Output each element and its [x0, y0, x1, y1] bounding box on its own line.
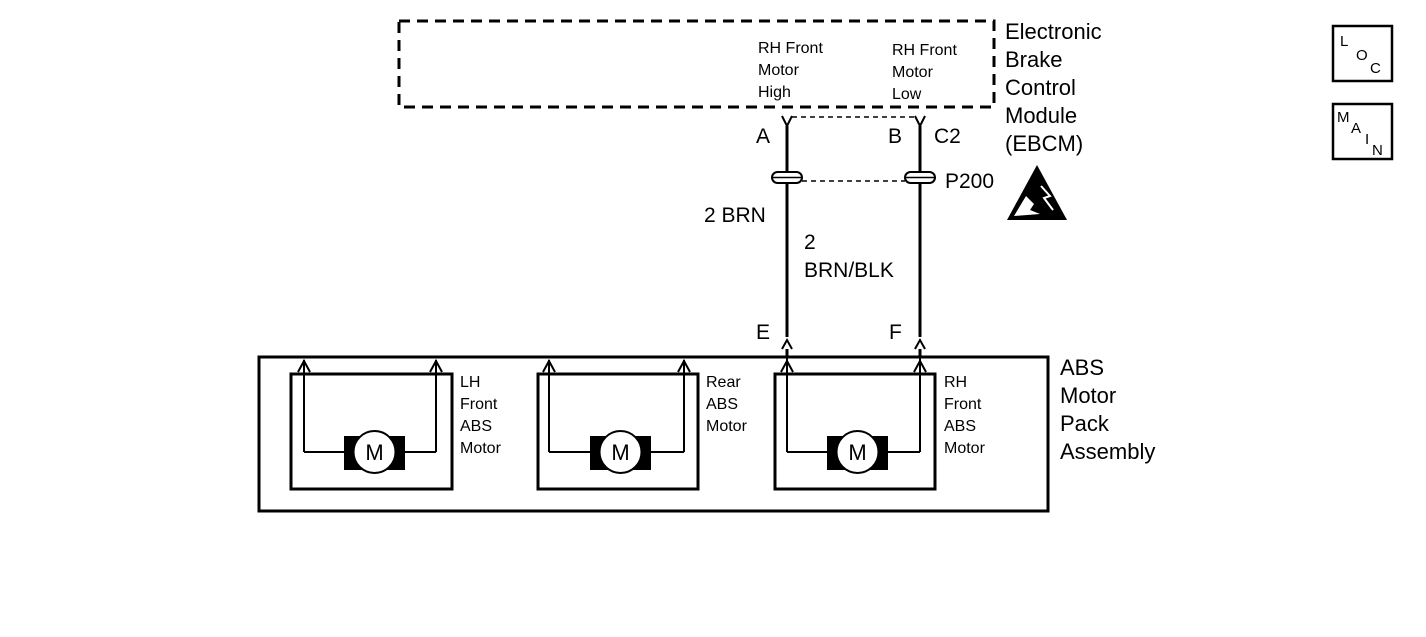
esd-warning-icon	[1007, 165, 1067, 220]
pin-low-label-line: RH Front	[892, 42, 957, 59]
ebcm-label-line: Control	[1005, 75, 1076, 100]
motor-label-line: Front	[944, 396, 982, 413]
ebcm-label-line: Electronic	[1005, 19, 1102, 44]
arrow-up-icon	[677, 358, 691, 373]
main-letter: A	[1351, 120, 1361, 137]
ebcm-label-line: Brake	[1005, 47, 1062, 72]
main-letter: M	[1337, 109, 1350, 126]
motor-pack-label-line: Motor	[1060, 383, 1116, 408]
motor-label-line: ABS	[706, 396, 738, 413]
arrow-up-icon	[542, 358, 556, 373]
pin-high-label-line: Motor	[758, 62, 800, 79]
wire-brn-blk-label-line: 2	[804, 231, 816, 254]
esd-spark	[1040, 185, 1054, 211]
c2-connector-label: C2	[934, 125, 961, 148]
esd-triangle	[1007, 165, 1067, 220]
motor-label-line: Rear	[706, 374, 741, 391]
rh-front-motor: M	[773, 357, 937, 491]
pin-f-label: F	[889, 321, 902, 344]
motor-label-line: RH	[944, 374, 967, 391]
ebcm-module-box	[397, 19, 996, 109]
motor-pack-label-line: Assembly	[1060, 439, 1155, 464]
main-letter: N	[1372, 142, 1383, 159]
pin-low-label-line: Motor	[892, 64, 934, 81]
pin-low-label: RH Front Motor Low	[892, 42, 961, 103]
pin-e-label: E	[756, 321, 770, 344]
motor-symbol: M	[848, 440, 866, 465]
ebcm-label: Electronic Brake Control Module (EBCM)	[1005, 19, 1108, 156]
motor-pack-label-line: Pack	[1060, 411, 1110, 436]
loc-letter: C	[1370, 60, 1381, 77]
pin-low-label-line: Low	[892, 86, 922, 103]
loc-button-frame[interactable]	[1331, 24, 1394, 83]
rear-motor-label: Rear ABS Motor	[706, 374, 748, 435]
motor-label-line: Motor	[944, 440, 986, 457]
loc-button[interactable]: L O C	[1331, 24, 1394, 83]
pin-b-terminal	[914, 115, 926, 129]
wire-brn-blk-label: 2 BRN/BLK	[804, 231, 894, 282]
rear-motor: M	[536, 358, 700, 491]
pin-a-terminal	[781, 115, 793, 129]
motor-pack-label-line: ABS	[1060, 355, 1104, 380]
arrow-up-icon	[297, 358, 311, 373]
p200-connector	[771, 171, 936, 184]
pin-a-label: A	[756, 125, 770, 148]
arrow-up-icon	[913, 358, 927, 373]
rh-front-motor-label: RH Front ABS Motor	[944, 374, 986, 457]
ebcm-label-line: (EBCM)	[1005, 131, 1083, 156]
pin-high-label-line: High	[758, 84, 791, 101]
arrow-up-icon	[780, 358, 794, 373]
ebcm-label-line: Module	[1005, 103, 1077, 128]
motor-icon	[835, 430, 880, 474]
motor-label-line: ABS	[944, 418, 976, 435]
motor-symbol: M	[365, 440, 383, 465]
motor-pack-label: ABS Motor Pack Assembly	[1060, 355, 1155, 464]
motor-box	[536, 372, 700, 491]
abs-motor-pack-box	[257, 355, 1050, 513]
wire-brn-label: 2 BRN	[704, 204, 766, 227]
motor-label-line: Motor	[706, 418, 748, 435]
motor-icon	[598, 430, 643, 474]
p200-label: P200	[945, 170, 994, 193]
pin-high-label-line: RH Front	[758, 40, 823, 57]
motor-icon	[352, 430, 397, 474]
motor-label-line: LH	[460, 374, 480, 391]
motor-symbol: M	[611, 440, 629, 465]
lh-front-motor-label: LH Front ABS Motor	[460, 374, 502, 457]
wire-brn-blk-label-line: BRN/BLK	[804, 259, 894, 282]
main-letter: I	[1365, 131, 1369, 148]
loc-letter: L	[1340, 33, 1348, 50]
main-button-frame[interactable]	[1331, 102, 1394, 161]
motor-box	[289, 372, 454, 491]
motor-label-line: ABS	[460, 418, 492, 435]
arrow-up-icon	[429, 358, 443, 373]
pin-high-label: RH Front Motor High	[758, 40, 827, 101]
lh-front-motor: M	[289, 358, 454, 491]
motor-box	[773, 372, 937, 491]
esd-hand	[1014, 196, 1040, 216]
pin-e-terminal	[781, 337, 793, 350]
loc-letter: O	[1356, 47, 1368, 64]
motor-label-line: Motor	[460, 440, 502, 457]
motor-label-line: Front	[460, 396, 498, 413]
main-button[interactable]: M A I N	[1331, 102, 1394, 161]
pin-f-terminal	[914, 337, 926, 350]
pin-b-label: B	[888, 125, 902, 148]
